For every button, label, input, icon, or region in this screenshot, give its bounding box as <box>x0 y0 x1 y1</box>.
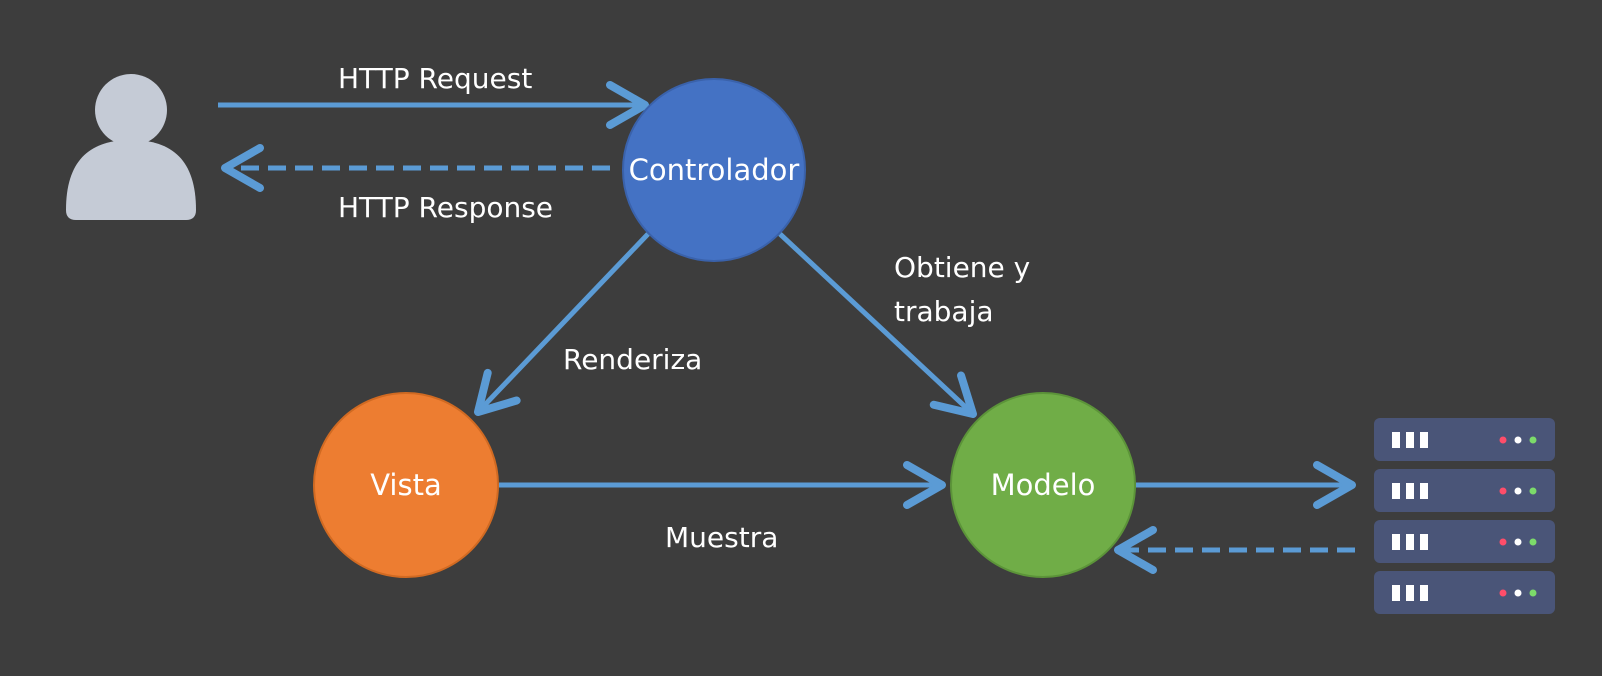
view-node: Vista <box>313 392 499 578</box>
http-request-label: HTTP Request <box>338 62 532 95</box>
model-label: Modelo <box>991 468 1096 502</box>
controller-label: Controlador <box>629 153 800 187</box>
obtiene-arrow <box>778 232 977 418</box>
edge-labels: HTTP Request HTTP Response Renderiza Obt… <box>338 62 1030 554</box>
server-unit <box>1374 520 1555 563</box>
renderiza-label: Renderiza <box>563 343 702 376</box>
arrows <box>218 81 1356 574</box>
model-node: Modelo <box>950 392 1136 578</box>
server-unit <box>1374 418 1555 461</box>
renderiza-arrow <box>474 232 650 416</box>
view-label: Vista <box>370 468 442 502</box>
controller-node: Controlador <box>622 78 806 262</box>
server-unit <box>1374 571 1555 614</box>
server-stack-icon <box>1374 418 1555 614</box>
muestra-label: Muestra <box>665 521 778 554</box>
obtiene-label-line1: Obtiene y <box>894 251 1030 284</box>
server-unit <box>1374 469 1555 512</box>
user-icon <box>66 74 196 220</box>
http-response-label: HTTP Response <box>338 191 553 224</box>
obtiene-label-line2: trabaja <box>894 295 994 328</box>
